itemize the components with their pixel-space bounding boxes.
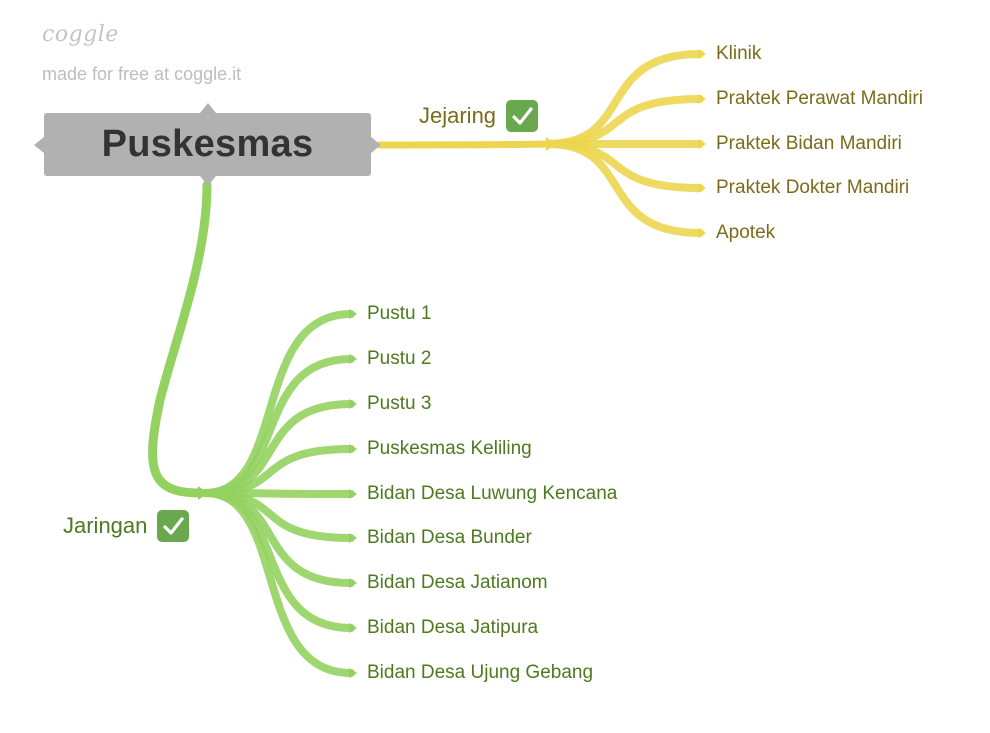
leaf-node[interactable]: Praktek Dokter Mandiri (716, 177, 910, 198)
jejaring-connector-arrow (698, 94, 706, 104)
leaf-node[interactable]: Pustu 3 (367, 393, 432, 414)
jaringan-connector-arrow (349, 444, 357, 454)
made-for-free-link[interactable]: made for free at coggle.it (42, 64, 242, 84)
central-node-label: Puskesmas (101, 123, 314, 165)
jaringan-trunk (148, 180, 212, 498)
leaf-node[interactable]: Puskesmas Keliling (367, 438, 532, 459)
jaringan-connector-arrow (349, 399, 357, 409)
check-icon[interactable] (506, 100, 539, 132)
branch-label-jaringan: Jaringan (63, 513, 148, 538)
jaringan-connector-arrow (349, 354, 357, 364)
leaf-node[interactable]: Bidan Desa Ujung Gebang (367, 662, 594, 683)
leaf-node[interactable]: Bidan Desa Jatianom (367, 572, 548, 593)
jaringan-connector-arrow (349, 578, 357, 588)
leaf-node[interactable]: Pustu 2 (367, 348, 432, 369)
leaf-node[interactable]: Apotek (716, 222, 776, 243)
jaringan-connector-arrow (349, 668, 357, 678)
jejaring-trunk (376, 140, 552, 149)
jaringan-connector-arrow (349, 489, 357, 499)
leaf-node[interactable]: Praktek Perawat Mandiri (716, 88, 923, 109)
leaf-node[interactable]: Bidan Desa Luwung Kencana (367, 483, 618, 504)
leaf-node[interactable]: Praktek Bidan Mandiri (716, 133, 902, 154)
leaf-node[interactable]: Klinik (716, 43, 762, 64)
jejaring-branches (544, 49, 706, 238)
central-node-bottom-handle[interactable] (200, 176, 216, 186)
central-node-top-handle[interactable] (200, 103, 216, 113)
central-node-left-handle[interactable] (34, 137, 44, 153)
jejaring-connector-arrow (698, 183, 706, 193)
central-node-right-handle[interactable] (371, 137, 381, 153)
central-node[interactable]: Puskesmas (44, 113, 371, 176)
jejaring-connector-arrow (698, 49, 706, 59)
jejaring-connector (544, 140, 704, 237)
branch-node-jaringan[interactable]: Jaringan (63, 510, 190, 542)
jejaring-connector-arrow (698, 228, 706, 238)
jaringan-branches (201, 309, 357, 678)
jaringan-connector-arrow (349, 623, 357, 633)
jaringan-connector (201, 489, 355, 677)
coggle-logo: coggle (42, 22, 119, 47)
branch-label-jejaring: Jejaring (419, 103, 497, 128)
jaringan-connector-arrow (349, 533, 357, 543)
leaf-node[interactable]: Bidan Desa Jatipura (367, 617, 539, 638)
jejaring-connector-arrow (698, 139, 706, 149)
leaf-node[interactable]: Pustu 1 (367, 303, 432, 324)
jaringan-connector-arrow (349, 309, 357, 319)
leaf-node[interactable]: Bidan Desa Bunder (367, 527, 532, 548)
check-icon[interactable] (157, 510, 190, 542)
branch-node-jejaring[interactable]: Jejaring (419, 100, 539, 132)
